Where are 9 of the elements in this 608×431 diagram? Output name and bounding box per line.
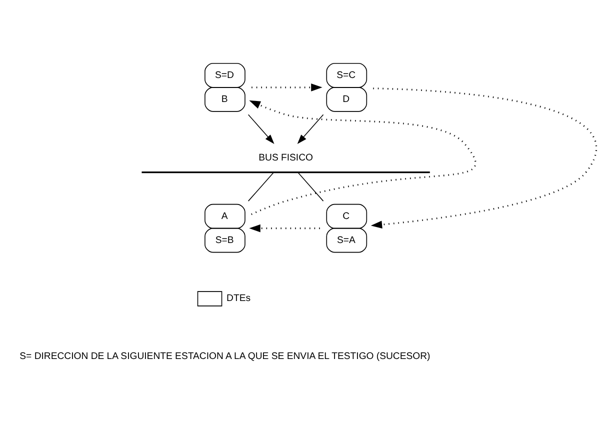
label: S= DIRECCION DE LA SIGUIENTE ESTACION A LA QUE SE ENVIA EL TESTIGO (SUCESOR) [20,350,430,362]
connector [298,172,324,202]
node-text: BUS FISICO [258,152,313,164]
arrow [252,83,322,92]
legend-label: DTEs [226,293,251,304]
connector [248,172,274,202]
arrow [297,114,324,144]
arrow [249,100,476,216]
arrow [248,114,274,144]
